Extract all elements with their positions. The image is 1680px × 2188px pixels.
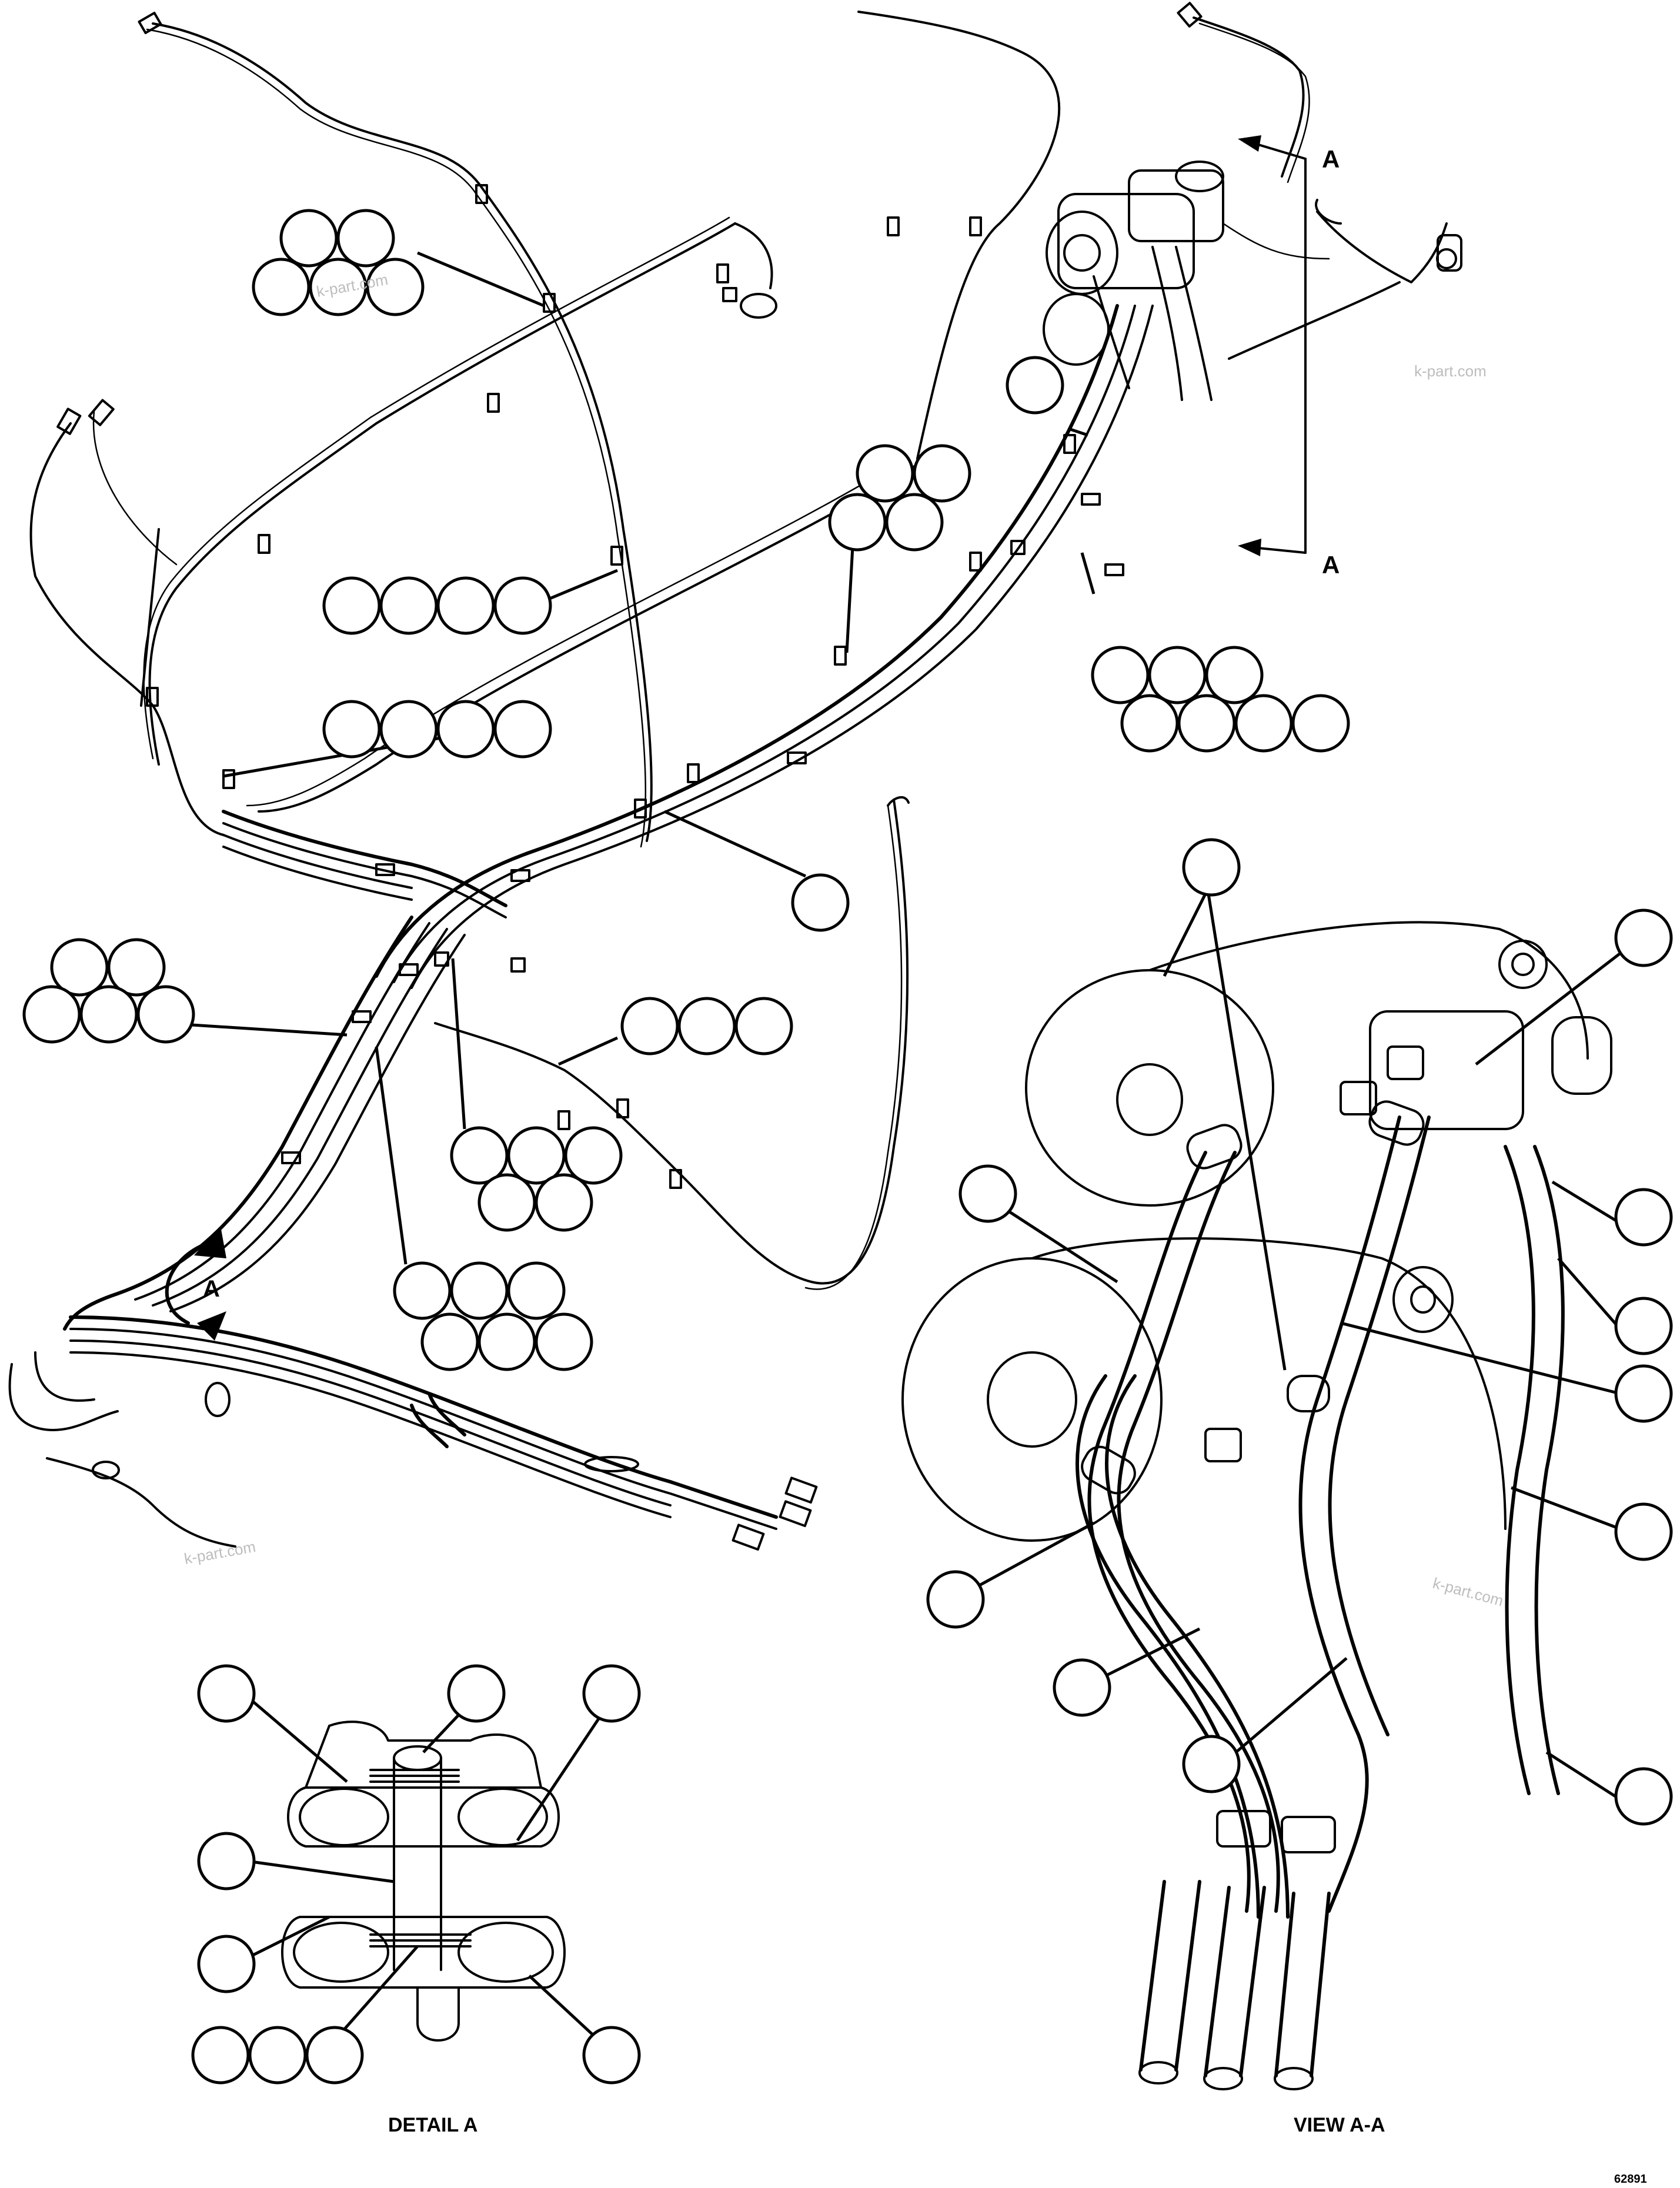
section-label-a-top: A [1322, 145, 1340, 173]
group-top-left-5 [252, 209, 425, 316]
figure-id: 62891 [1614, 2173, 1647, 2186]
watermark-4: k-part.com [1431, 1574, 1505, 1610]
detail-a-marker-label: A [203, 1276, 220, 1302]
group-bottom-left-7 [393, 1261, 593, 1371]
detail-a-caption: DETAIL A [388, 2114, 477, 2136]
detail-a-marker [165, 1226, 226, 1341]
group-view-aa-singles [926, 838, 1673, 1826]
callout-center-clip [791, 873, 850, 932]
group-left-clamp-4 [322, 700, 552, 759]
group-lower-5 [450, 1126, 623, 1232]
callout-leaders [164, 251, 1630, 2053]
view-aa-caption: VIEW A-A [1294, 2114, 1385, 2136]
view-a-a-illustration [901, 921, 1612, 2090]
detail-a-illustration [281, 1721, 566, 2042]
section-arrows-a [1238, 135, 1307, 556]
group-detail-3 [191, 2026, 364, 2085]
group-mid-row-3 [620, 997, 793, 1055]
group-upper-harness-4 [322, 576, 552, 635]
main-wiring-harness [8, 2, 1310, 1551]
group-mid-left-5 [22, 938, 195, 1044]
section-label-a-bottom: A [1322, 551, 1340, 579]
callout-starter-clip [1006, 356, 1064, 415]
callout-bubbles [22, 209, 1673, 2085]
group-detail-singles [197, 1664, 641, 2085]
starter-motor-assembly [1043, 161, 1462, 401]
group-center-4 [828, 444, 971, 552]
watermark-2: k-part.com [1414, 362, 1487, 380]
group-right-mid-7 [1091, 646, 1350, 753]
